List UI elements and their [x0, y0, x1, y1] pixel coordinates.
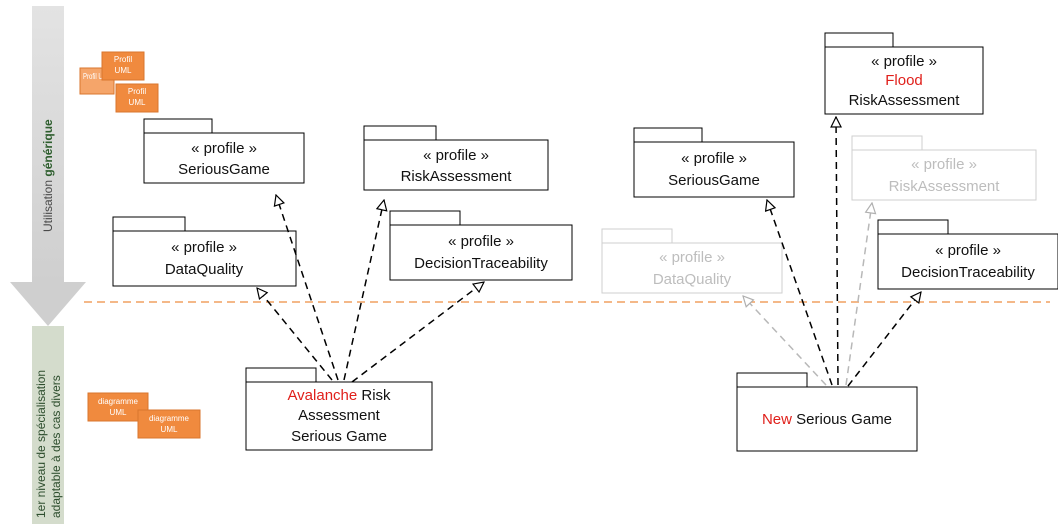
package-serious-game-right[interactable]: « profile » SeriousGame	[633, 127, 795, 198]
stereotype-label: « profile »	[681, 150, 747, 167]
dependency-arrow	[836, 117, 838, 386]
dependency-arrow	[351, 282, 484, 383]
diagramme-uml-sticker: diagramme UML	[137, 409, 201, 439]
profil-uml-stickers: Profil UML Profil UML Profil UML	[79, 51, 159, 113]
right-dependencies	[767, 117, 921, 387]
svg-text:UML: UML	[110, 408, 127, 417]
dependency-arrow	[767, 200, 833, 386]
package-name: RiskAssessment	[849, 92, 961, 109]
highlight-word: Avalanche	[287, 387, 357, 404]
package-new-serious-game[interactable]: New Serious Game	[736, 372, 918, 452]
package-name: DecisionTraceability	[901, 264, 1035, 281]
package-risk-assessment-left[interactable]: « profile » RiskAssessment	[363, 125, 549, 191]
profil-uml-sticker: Profil UML	[115, 83, 159, 113]
svg-text:UML: UML	[129, 98, 146, 107]
svg-text:diagramme: diagramme	[98, 397, 139, 406]
stereotype-label: « profile »	[911, 156, 977, 173]
dependency-arrow	[343, 200, 384, 381]
highlight-word: New	[762, 411, 792, 428]
package-risk-assessment-faded[interactable]: « profile » RiskAssessment	[851, 135, 1037, 201]
band-top-label: Utilisation générique	[41, 119, 55, 232]
side-band: Utilisation générique 1er niveau de spéc…	[10, 6, 86, 524]
package-name: DecisionTraceability	[414, 255, 548, 272]
left-dependencies	[257, 195, 484, 383]
svg-text:diagramme: diagramme	[149, 414, 190, 423]
package-name-line3: Serious Game	[291, 428, 387, 445]
package-decision-traceability-left[interactable]: « profile » DecisionTraceability	[389, 210, 573, 281]
band-top-label-emph: générique	[41, 119, 55, 177]
right-dependencies-faded	[743, 203, 872, 386]
package-flood-risk-assessment[interactable]: « profile » Flood RiskAssessment	[824, 32, 984, 115]
svg-text:UML: UML	[161, 425, 178, 434]
package-decision-traceability-right[interactable]: « profile » DecisionTraceability	[877, 219, 1058, 290]
package-name-line1: Avalanche Risk	[287, 387, 391, 404]
band-arrow	[10, 282, 86, 326]
package-name: RiskAssessment	[401, 168, 513, 185]
package-data-quality-left[interactable]: « profile » DataQuality	[112, 216, 297, 287]
dependency-arrow	[257, 288, 333, 381]
highlight-word: Flood	[885, 72, 923, 89]
stereotype-label: « profile »	[935, 242, 1001, 259]
package-name: SeriousGame	[668, 172, 760, 189]
dependency-arrow	[276, 195, 339, 381]
band-bottom-rect	[32, 326, 64, 524]
package-serious-game-left[interactable]: « profile » SeriousGame	[143, 118, 305, 184]
svg-text:UML: UML	[115, 66, 132, 75]
package-name: New Serious Game	[762, 411, 892, 428]
stereotype-label: « profile »	[448, 233, 514, 250]
svg-text:Profil: Profil	[114, 55, 132, 64]
stereotype-label: « profile »	[659, 249, 725, 266]
stereotype-label: « profile »	[191, 140, 257, 157]
dependency-arrow-faded	[845, 203, 872, 386]
package-name: RiskAssessment	[889, 178, 1001, 195]
svg-text:Profil UML: Profil UML	[83, 72, 111, 81]
package-name: DataQuality	[165, 261, 244, 278]
diagramme-uml-stickers: diagramme UML diagramme UML	[87, 392, 201, 439]
stereotype-label: « profile »	[871, 53, 937, 70]
stereotype-label: « profile »	[423, 147, 489, 164]
package-avalanche-serious-game[interactable]: Avalanche Risk Assessment Serious Game	[245, 367, 433, 451]
dependency-arrow-faded	[743, 296, 827, 386]
package-name: SeriousGame	[178, 161, 270, 178]
dependency-arrow	[847, 292, 921, 387]
profil-uml-sticker: Profil UML	[79, 67, 115, 95]
stereotype-label: « profile »	[171, 239, 237, 256]
band-bottom-label-1: 1er niveau de spécialisation	[34, 370, 48, 518]
package-name-line2: Assessment	[298, 407, 381, 424]
profil-uml-sticker: Profil UML	[101, 51, 145, 81]
diagramme-uml-sticker: diagramme UML	[87, 392, 149, 422]
package-data-quality-faded[interactable]: « profile » DataQuality	[601, 228, 783, 294]
band-top-rect	[32, 6, 64, 282]
package-name: DataQuality	[653, 271, 732, 288]
band-bottom-label-2: adaptable à des cas divers	[49, 375, 63, 518]
svg-text:Profil: Profil	[128, 87, 146, 96]
